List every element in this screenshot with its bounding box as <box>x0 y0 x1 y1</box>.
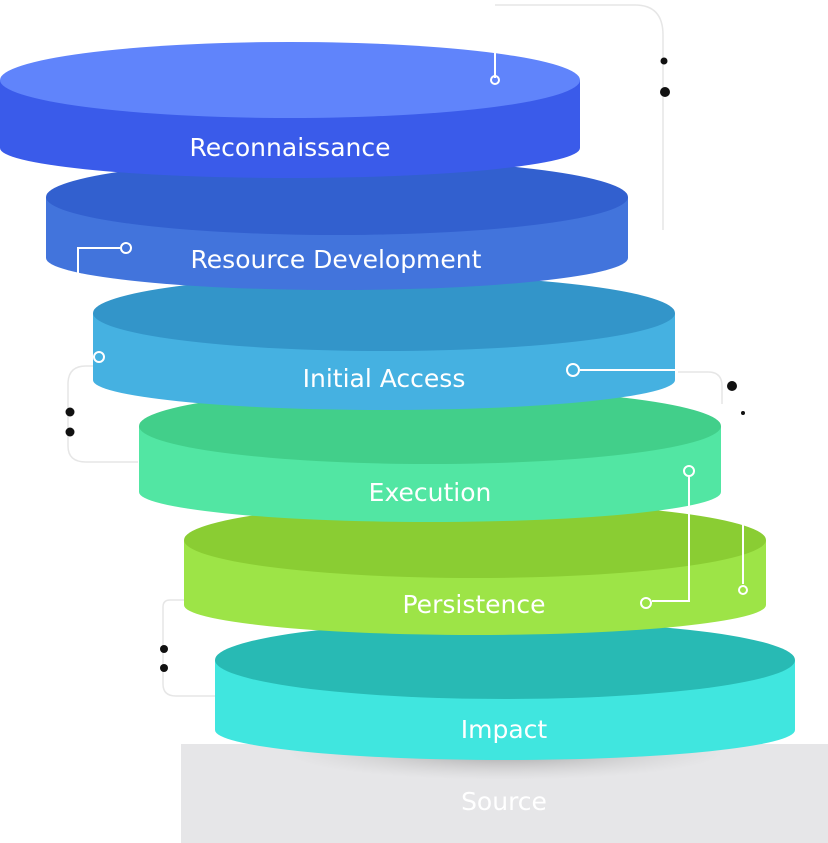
connector-node <box>683 465 695 477</box>
layer-label-reconnaissance: Reconnaissance <box>189 133 391 162</box>
connector-node <box>490 75 500 85</box>
connector-node <box>93 351 105 363</box>
layer-impact[interactable] <box>215 621 795 760</box>
layer-reconnaissance[interactable] <box>0 42 580 178</box>
circuit-connectors <box>77 30 744 602</box>
connector-node <box>120 242 132 254</box>
base-label-source: Source <box>461 787 547 816</box>
connector-node <box>640 597 652 609</box>
decorative-dots <box>65 57 745 672</box>
connector-node <box>566 363 580 377</box>
connector-nodes <box>93 75 748 609</box>
connector-node <box>738 585 748 595</box>
layer-label-impact: Impact <box>460 715 548 744</box>
layer-label-initial-access: Initial Access <box>302 364 466 393</box>
layer-label-persistence: Persistence <box>402 590 546 619</box>
layer-label-resource-development: Resource Development <box>190 245 482 274</box>
layer-resource-development[interactable] <box>46 159 628 290</box>
layer-initial-access[interactable] <box>93 275 675 410</box>
layer-label-execution: Execution <box>368 478 492 507</box>
layer-persistence[interactable] <box>184 502 766 635</box>
